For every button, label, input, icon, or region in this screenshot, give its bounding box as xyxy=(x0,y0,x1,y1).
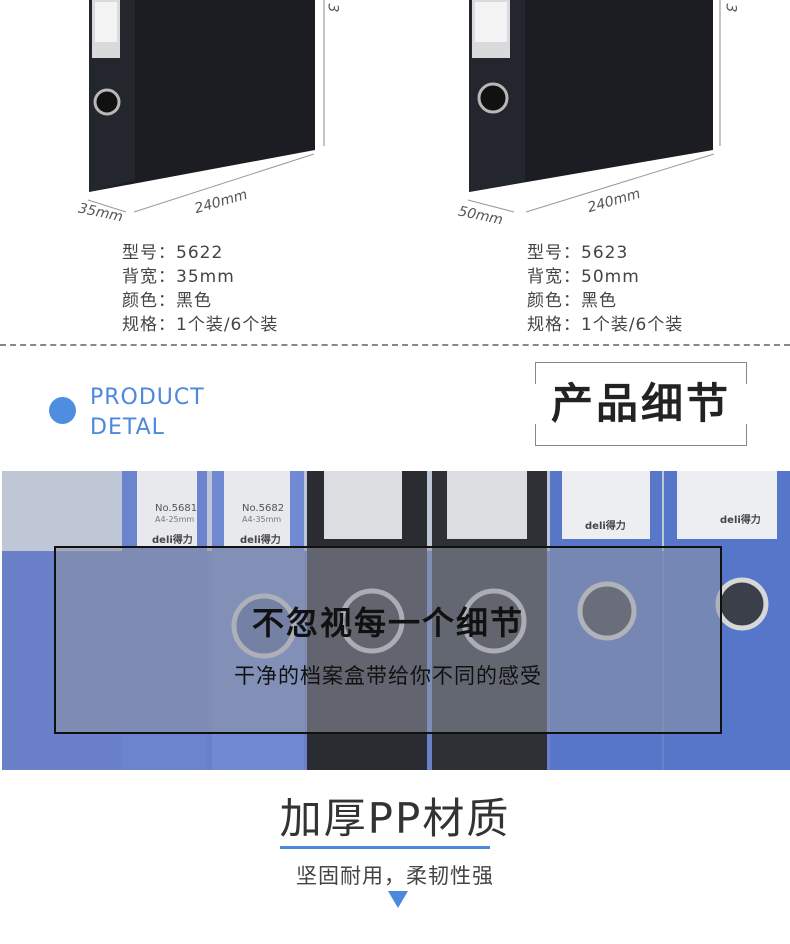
product-1-dimension-lines xyxy=(87,153,315,213)
overlay-subtitle: 干净的档案盒带给你不同的感受 xyxy=(234,664,542,688)
spec-row-package: 规格：1个装/6个装 xyxy=(527,315,684,335)
dashed-divider xyxy=(0,344,790,346)
product-2-dimension-lines xyxy=(467,153,715,213)
product-1-height-mark: 3 xyxy=(324,3,341,13)
spec-row-width: 背宽：50mm xyxy=(527,267,640,287)
brand-logo: deli得力 xyxy=(152,535,193,546)
brand-logo: deli得力 xyxy=(720,515,761,526)
spec-row-package: 规格：1个装/6个装 xyxy=(122,315,279,335)
binder-1-number: No.5681 xyxy=(155,503,198,514)
black-binder-illustration xyxy=(469,0,713,192)
overlay-frame xyxy=(54,546,722,734)
down-arrow-icon xyxy=(388,891,408,908)
binders-photo-art xyxy=(2,471,790,770)
product-detail-english: PRODUCT DETAL xyxy=(90,383,205,443)
product-detail-line1: PRODUCT xyxy=(90,385,205,410)
overlay-title: 不忽视每一个细节 xyxy=(251,604,524,642)
detail-title-frame: 产品细节 xyxy=(535,362,747,446)
detail-title: 产品细节 xyxy=(550,379,731,428)
black-binder-illustration xyxy=(89,0,325,192)
product-detail-line2: DETAL xyxy=(90,415,165,440)
brand-logo: deli得力 xyxy=(240,535,281,546)
product-2-specs: 型号：5623 背宽：50mm 颜色：黑色 规格：1个装/6个装 xyxy=(527,241,683,337)
product-2-height-mark: 3 xyxy=(722,3,739,13)
binders-photo: No.5681 A4-25mm No.5682 A4-35mm deli得力 d… xyxy=(2,471,790,770)
spec-row-color: 颜色：黑色 xyxy=(527,291,617,311)
spec-row-color: 颜色：黑色 xyxy=(122,291,212,311)
product-2-image xyxy=(455,0,713,195)
feature-subtitle: 坚固耐用，柔韧性强 xyxy=(296,864,494,888)
spec-row-model: 型号：5623 xyxy=(527,243,629,263)
spec-row-width: 背宽：35mm xyxy=(122,267,235,287)
binder-1-size: A4-25mm xyxy=(155,515,195,524)
product-1-image xyxy=(75,0,325,195)
product-2-height-line xyxy=(719,0,721,146)
feature-underline xyxy=(280,846,490,849)
product-1-specs: 型号：5622 背宽：35mm 颜色：黑色 规格：1个装/6个装 xyxy=(122,241,278,337)
bullet-dot-icon xyxy=(49,397,76,424)
feature-title: 加厚PP材质 xyxy=(279,794,511,843)
binder-2-number: No.5682 xyxy=(242,503,285,514)
spec-row-model: 型号：5622 xyxy=(122,243,224,263)
brand-logo: deli得力 xyxy=(585,521,626,532)
binder-2-size: A4-35mm xyxy=(242,515,282,524)
